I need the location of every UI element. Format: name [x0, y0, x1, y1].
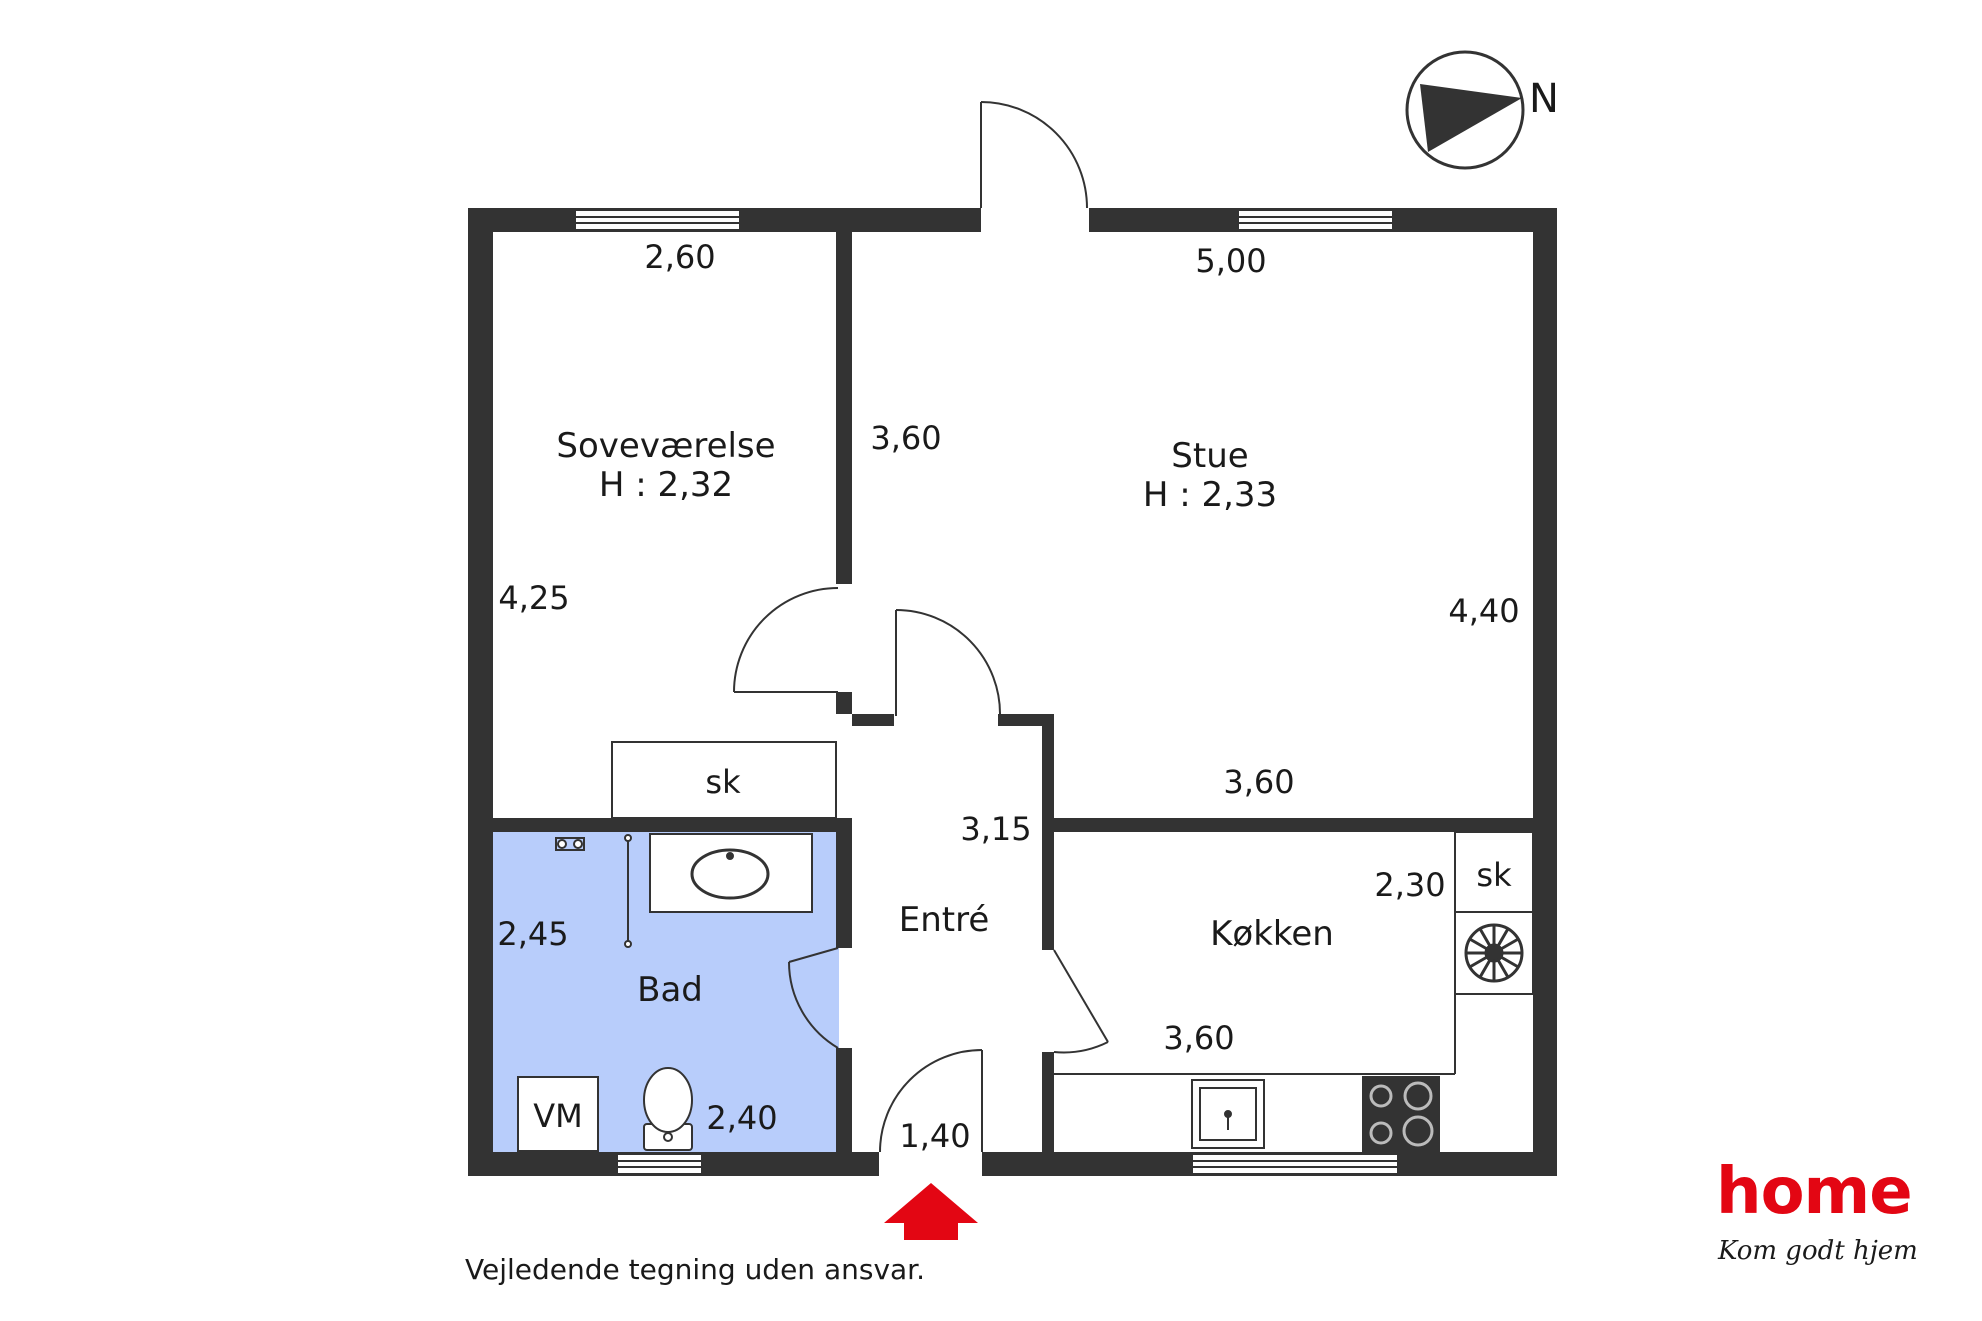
stove-icon — [1362, 1076, 1440, 1152]
dim-living-width-top: 5,00 — [1195, 242, 1266, 280]
entry-name: Entré — [899, 900, 990, 940]
compass-label: N — [1529, 76, 1559, 122]
doors — [733, 101, 1109, 1153]
closet-bedroom — [611, 741, 837, 819]
dim-bath-width: 2,40 — [706, 1099, 777, 1137]
dim-bedroom-length: 4,25 — [498, 579, 569, 617]
brand-tagline: Kom godt hjem — [1718, 1236, 1918, 1266]
window-bedroom — [574, 209, 741, 231]
door-bedroom — [733, 587, 839, 693]
disclaimer: Vejledende tegning uden ansvar. — [465, 1253, 926, 1286]
toilet-icon — [643, 1067, 693, 1151]
brand-logo: home Kom godt hjem — [1716, 1155, 1918, 1280]
dim-bath-length: 2,45 — [497, 915, 568, 953]
window-living — [1237, 209, 1394, 231]
washing-machine-label: VM — [533, 1097, 583, 1135]
bedroom-height: H : 2,32 — [599, 465, 733, 505]
kitchen-name: Køkken — [1210, 914, 1334, 954]
window-bath — [616, 1153, 703, 1175]
living-height: H : 2,33 — [1143, 475, 1277, 515]
entrance-arrow-icon — [884, 1183, 978, 1240]
brand-wordmark: home — [1716, 1155, 1913, 1229]
door-entrance — [879, 1049, 983, 1153]
door-balcony — [980, 101, 1088, 209]
room-labels: Soveværelse H : 2,32 Stue H : 2,33 Entré… — [556, 426, 1333, 1010]
dim-living-bottom-width: 3,60 — [1223, 763, 1294, 801]
door-kitchen — [1053, 949, 1109, 1054]
bath-name: Bad — [637, 970, 703, 1010]
dimension-labels: 2,60 4,25 5,00 3,60 4,40 3,60 3,15 1,40 … — [497, 238, 1519, 1155]
washing-machine — [517, 1076, 599, 1152]
bath-sink-icon — [649, 833, 813, 913]
dim-kitchen-width: 3,60 — [1163, 1019, 1234, 1057]
living-name: Stue — [1171, 436, 1248, 476]
boiler-icon — [1464, 923, 1524, 983]
compass-icon — [1405, 50, 1525, 170]
bedroom-closet-label: sk — [705, 763, 741, 801]
shower-icon — [555, 834, 632, 948]
interior-walls — [493, 232, 1533, 1152]
window-kitchen — [1191, 1153, 1399, 1175]
dim-living-right-length: 4,40 — [1448, 592, 1519, 630]
door-living — [895, 609, 1002, 717]
kitchen-closet-label: sk — [1476, 856, 1512, 894]
bedroom-name: Soveværelse — [556, 426, 775, 466]
fixture-labels: sk sk VM N — [533, 76, 1559, 1135]
dim-entry-length: 3,15 — [960, 810, 1031, 848]
kitchen-sink-icon — [1191, 1079, 1265, 1149]
dim-entry-door-width: 1,40 — [899, 1117, 970, 1155]
dim-kitchen-length: 2,30 — [1374, 866, 1445, 904]
exterior-walls — [468, 208, 1557, 1176]
windows — [574, 209, 1399, 1175]
dim-living-left-length: 3,60 — [870, 419, 941, 457]
dim-bedroom-width: 2,60 — [644, 238, 715, 276]
door-bath — [788, 947, 839, 1049]
